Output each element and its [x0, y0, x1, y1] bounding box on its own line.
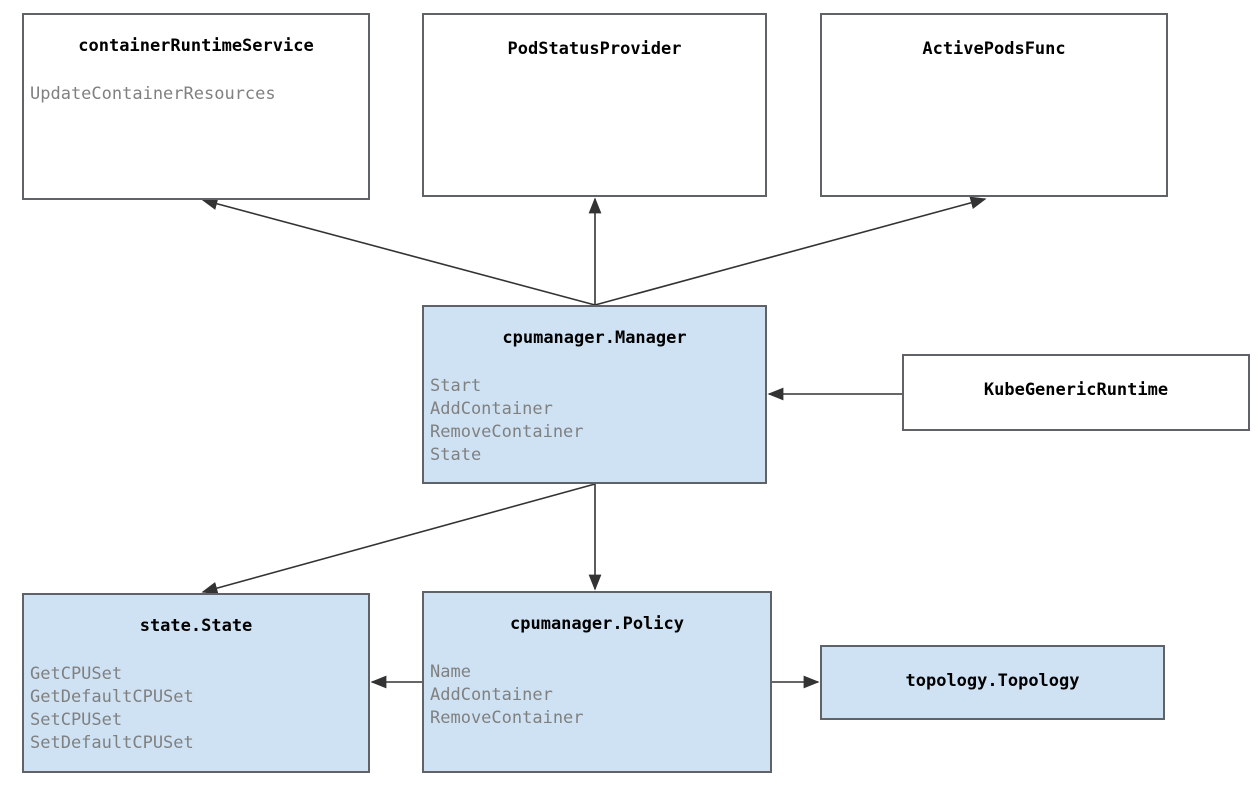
class-node-title: PodStatusProvider [507, 39, 682, 59]
class-node-title: state.State [139, 616, 253, 636]
edge-manager-to-stateState [201, 483, 596, 595]
class-node-title: cpumanager.Policy [510, 614, 684, 634]
class-node-title: containerRuntimeService [78, 36, 314, 56]
class-node-method-item: UpdateContainerResources [30, 84, 276, 104]
class-node-title: topology.Topology [905, 671, 1080, 691]
class-node-method-item: Name [430, 662, 471, 682]
class-node-method-item: AddContainer [430, 685, 553, 705]
class-node-method-item: Start [430, 376, 482, 396]
class-node-topologyTopology[interactable]: topology.Topology [820, 645, 1165, 720]
class-node-method-item: GetDefaultCPUSet [30, 687, 194, 707]
class-node-title: ActivePodsFunc [922, 39, 1066, 59]
class-node-method-item: AddContainer [430, 399, 553, 419]
class-node-KubeGenericRuntime[interactable]: KubeGenericRuntime [902, 354, 1250, 431]
class-node-method-item: RemoveContainer [430, 708, 584, 728]
edge-manager-to-activePodsFunc [594, 196, 987, 306]
class-node-title: KubeGenericRuntime [983, 380, 1169, 400]
class-node-PodStatusProvider[interactable]: PodStatusProvider [422, 13, 767, 197]
class-node-method-item: GetCPUSet [30, 664, 123, 684]
class-node-method-item: SetCPUSet [30, 710, 123, 730]
class-node-title: cpumanager.Manager [502, 328, 687, 348]
class-node-method-item: State [430, 445, 482, 465]
class-node-ActivePodsFunc[interactable]: ActivePodsFunc [820, 13, 1168, 197]
edge-manager-to-containerRuntimeService [201, 197, 596, 306]
class-node-method-item: SetDefaultCPUSet [30, 733, 194, 753]
class-node-method-item: RemoveContainer [430, 422, 584, 442]
class-node-methods: UpdateContainerResources [30, 83, 368, 106]
